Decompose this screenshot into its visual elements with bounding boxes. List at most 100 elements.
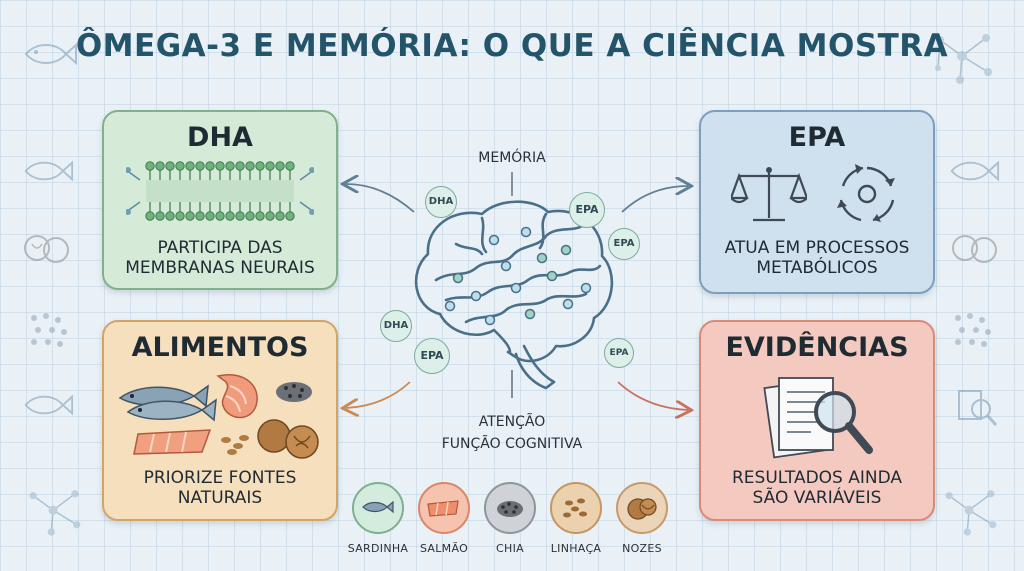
omega-chip: EPA — [604, 338, 634, 368]
lipid-head — [285, 211, 295, 221]
magnifier-icon — [958, 390, 998, 426]
chia-icon — [276, 382, 312, 402]
omega-chip: DHA — [380, 310, 412, 342]
alimentos-card-text: PRIORIZE FONTES NATURAIS — [104, 468, 336, 508]
brain-label-memoria: MEMÓRIA — [478, 150, 546, 166]
evidencias-card: EVIDÊNCIAS RESULTADOS AINDA SÃO VARIÁVEI… — [699, 320, 935, 521]
lipid-head — [275, 161, 285, 171]
lipid-head — [265, 211, 275, 221]
fish-icon — [950, 160, 1000, 182]
alimentos-card-line: NATURAIS — [177, 488, 263, 508]
brain-node — [444, 300, 456, 312]
arrow-to-epa — [621, 186, 688, 213]
cycle-arrows-icon — [837, 164, 895, 222]
food-sardinha: SARDINHA — [345, 482, 411, 555]
alimentos-card-title: ALIMENTOS — [131, 332, 309, 363]
epa-card-line: ATUA EM PROCESSOS — [724, 238, 910, 258]
omega-chip: EPA — [414, 338, 450, 374]
epa-card-title: EPA — [788, 122, 846, 153]
lipid-head — [165, 161, 175, 171]
evidencias-card-title: EVIDÊNCIAS — [725, 332, 909, 363]
lipid-head — [255, 211, 265, 221]
food-circle — [616, 482, 668, 534]
food-salmao: SALMÃO — [411, 482, 477, 555]
fish-icon — [24, 160, 74, 182]
lipid-head — [195, 211, 205, 221]
food-circle — [484, 482, 536, 534]
lipid-head — [175, 161, 185, 171]
brain-label-atencao: ATENÇÃO — [478, 414, 546, 430]
food-legend: SARDINHA SALMÃO CHIA — [345, 482, 670, 562]
chia-icon — [497, 501, 523, 517]
brain-node — [520, 226, 532, 238]
arrow-to-alimentos — [346, 381, 411, 408]
salmon-icon — [427, 500, 459, 517]
alimentos-card-line: PRIORIZE FONTES — [143, 468, 297, 488]
food-circle — [550, 482, 602, 534]
salmon-steak-icon — [216, 374, 258, 419]
lipid-head — [205, 161, 215, 171]
lipid-head — [215, 211, 225, 221]
lipid-head — [235, 211, 245, 221]
membrane-icon — [126, 161, 314, 221]
dha-card-line: MEMBRANAS NEURAIS — [125, 258, 315, 278]
flaxseed-icon — [563, 498, 587, 518]
alimentos-card: ALIMENTOS — [102, 320, 338, 521]
lipid-head — [165, 211, 175, 221]
lipid-head — [225, 211, 235, 221]
food-circle — [352, 482, 404, 534]
documents-magnifier-icon — [763, 377, 873, 459]
brain-node — [500, 260, 512, 272]
lipid-head — [265, 161, 275, 171]
lipid-head — [185, 161, 195, 171]
epa-card: EPA ATUA EM PROCESSOS METABÓLICOS — [699, 110, 935, 294]
lipid-head — [195, 161, 205, 171]
foods-illustration — [118, 374, 319, 459]
brain-node — [484, 314, 496, 326]
lipid-head — [145, 211, 155, 221]
brain-node — [452, 272, 464, 284]
brain-node — [562, 298, 574, 310]
sardine-icon — [362, 500, 394, 514]
omega-chip: EPA — [608, 228, 640, 260]
food-label: LINHAÇA — [550, 542, 602, 555]
evidencias-card-line: RESULTADOS AINDA — [731, 468, 903, 488]
lipid-head — [285, 161, 295, 171]
epa-card-text: ATUA EM PROCESSOS METABÓLICOS — [701, 238, 933, 278]
lipid-head — [145, 161, 155, 171]
lipid-head — [275, 211, 285, 221]
page-title: ÔMEGA-3 E MEMÓRIA: O QUE A CIÊNCIA MOSTR… — [75, 28, 949, 64]
lipid-head — [155, 161, 165, 171]
dha-card-line: PARTICIPA DAS — [157, 238, 283, 258]
food-label: NOZES — [622, 542, 662, 555]
walnut-icon — [257, 419, 319, 459]
food-chia: CHIA — [477, 482, 543, 555]
brain-node — [546, 270, 558, 282]
sardine-icon — [118, 384, 217, 422]
food-linhaca: LINHAÇA — [543, 482, 609, 555]
epa-card-line: METABÓLICOS — [756, 258, 878, 278]
brain-node — [580, 282, 592, 294]
lipid-head — [245, 161, 255, 171]
seeds-icon — [31, 313, 67, 347]
salmon-fillet-icon — [133, 429, 212, 455]
brain-node — [488, 234, 500, 246]
seeds-icon — [955, 313, 991, 347]
fish-icon — [24, 394, 74, 416]
food-nozes: NOZES — [609, 482, 675, 555]
food-circle — [418, 482, 470, 534]
food-label: SALMÃO — [419, 542, 469, 555]
dha-card-title: DHA — [187, 122, 253, 153]
molecule-icon — [945, 490, 997, 536]
lipid-head — [215, 161, 225, 171]
lipid-head — [245, 211, 255, 221]
lipid-head — [235, 161, 245, 171]
balance-scale-icon — [731, 167, 807, 222]
arrow-to-dha — [346, 184, 415, 213]
omega-chip: DHA — [425, 186, 457, 218]
molecule-icon — [29, 490, 81, 536]
arrow-to-evidencias — [617, 381, 688, 410]
evidencias-card-text: RESULTADOS AINDA SÃO VARIÁVEIS — [701, 468, 933, 508]
